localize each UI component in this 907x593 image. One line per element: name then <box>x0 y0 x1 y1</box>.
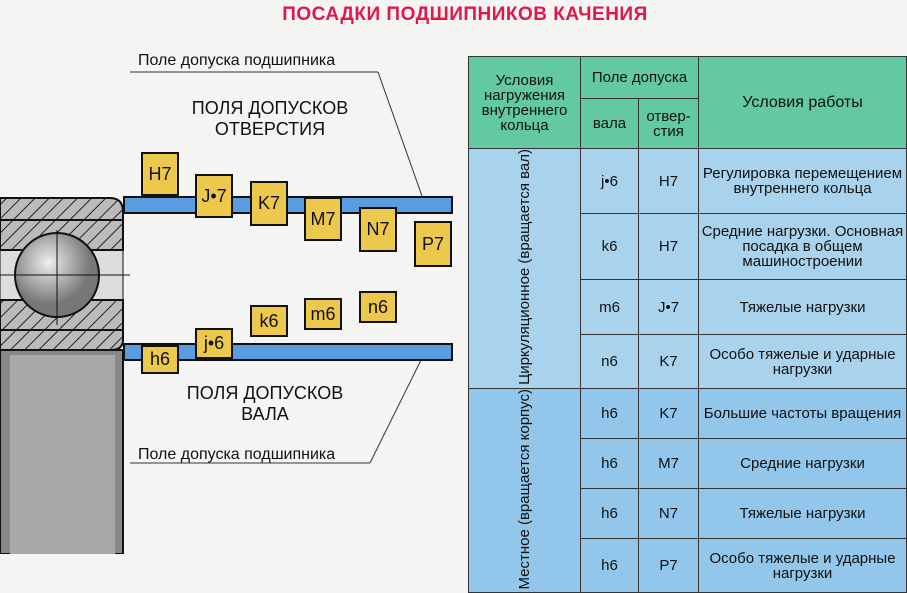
header-conditions: Условия работы <box>698 56 907 149</box>
fit-box: K7 <box>250 181 288 226</box>
cell-cond: Средние нагрузки <box>698 438 907 490</box>
fit-box: H7 <box>141 152 179 196</box>
header-tolerance: Поле допуска <box>580 56 699 99</box>
cell-shaft: h6 <box>580 488 639 540</box>
group-local: Местное (вращается корпус) <box>516 388 533 590</box>
cell-cond: Тяжелые нагрузки <box>698 488 907 540</box>
cell-cond: Регулировка перемещением внутреннего кол… <box>698 147 907 215</box>
hole-fields-label: ПОЛЯ ДОПУСКОВ ОТВЕРСТИЯ <box>191 98 349 139</box>
cell-cond: Особо тяжелые и ударные нагрузки <box>698 538 907 593</box>
bearing-drawing <box>0 197 130 554</box>
cell-hole: H7 <box>638 213 699 280</box>
fit-box: P7 <box>414 221 452 267</box>
fit-box: h6 <box>141 345 179 374</box>
fit-box: N7 <box>359 207 397 252</box>
fit-box: M7 <box>304 197 342 241</box>
fit-box: n6 <box>359 291 397 323</box>
cell-shaft: j•6 <box>580 147 639 215</box>
header-load: Условия нагружения внутреннего кольца <box>468 56 581 149</box>
cell-hole: K7 <box>638 387 699 440</box>
fit-box: m6 <box>304 298 342 330</box>
cell-hole: H7 <box>638 147 699 215</box>
header-hole: отвер-стия <box>638 98 699 149</box>
bearing-field-label-top: Поле допуска подшипника <box>138 52 336 69</box>
fits-table: Условия нагружения внутреннего кольца По… <box>468 56 907 593</box>
cell-shaft: k6 <box>580 213 639 280</box>
cell-shaft: h6 <box>580 387 639 440</box>
header-shaft: вала <box>580 98 639 149</box>
bearing-bore-tolerance-bar <box>123 196 453 214</box>
cell-shaft: h6 <box>580 538 639 593</box>
cell-cond: Тяжелые нагрузки <box>698 278 907 336</box>
cell-hole: P7 <box>638 538 699 593</box>
cell-cond: Средние нагрузки. Основная посадка в общ… <box>698 213 907 280</box>
cell-hole: N7 <box>638 488 699 540</box>
cell-hole: M7 <box>638 438 699 490</box>
group-circulating: Циркуляционное (вращается вал) <box>516 149 533 385</box>
cell-shaft: m6 <box>580 278 639 336</box>
cell-cond: Большие частоты вращения <box>698 387 907 440</box>
leader-lines <box>130 71 427 464</box>
cell-hole: J•7 <box>638 278 699 336</box>
fit-box: k6 <box>250 305 288 337</box>
fit-box: J•7 <box>195 174 233 218</box>
shaft-fields-label: ПОЛЯ ДОПУСКОВ ВАЛА <box>186 383 344 424</box>
cell-cond: Особо тяжелые и ударные нагрузки <box>698 334 907 389</box>
cell-hole: K7 <box>638 334 699 389</box>
cell-shaft: h6 <box>580 438 639 490</box>
bearing-field-label-bottom: Поле допуска подшипника <box>138 446 336 463</box>
page-title: ПОСАДКИ ПОДШИПНИКОВ КАЧЕНИЯ <box>282 4 648 25</box>
fit-box: j•6 <box>195 328 233 359</box>
cell-shaft: n6 <box>580 334 639 389</box>
